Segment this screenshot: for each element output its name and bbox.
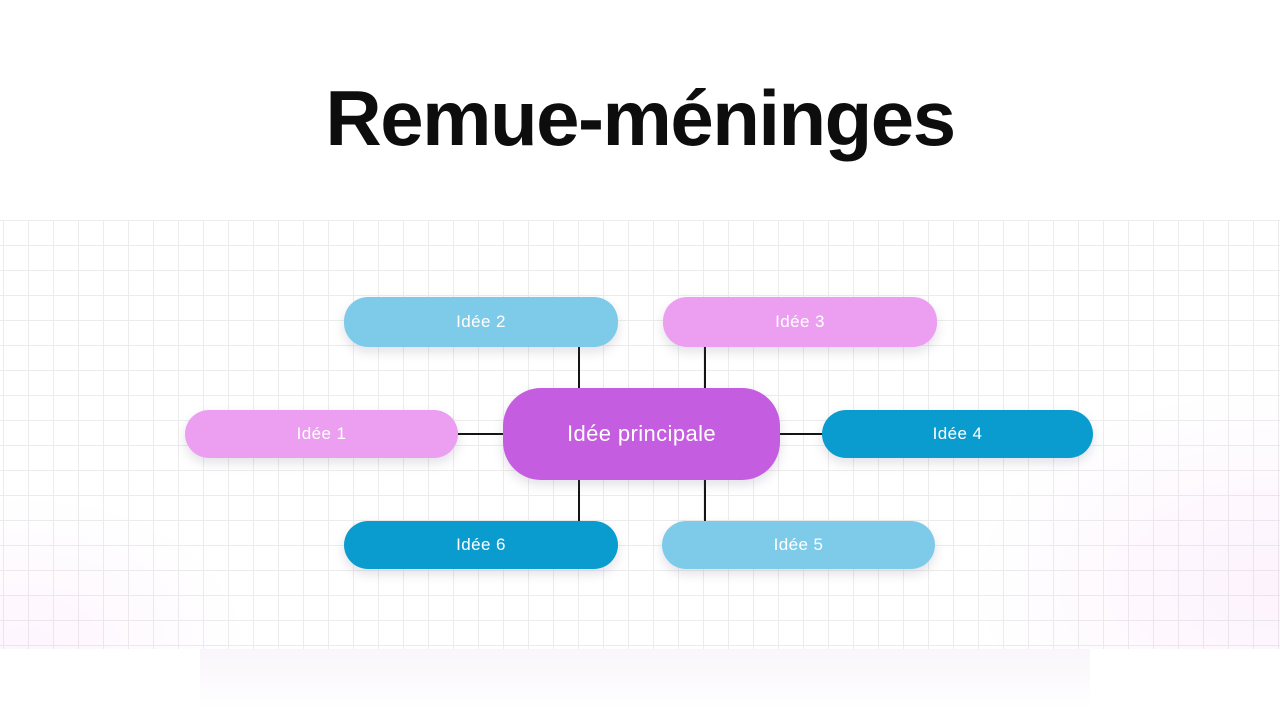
connector-center-idee-2 (578, 347, 580, 389)
connector-center-idee-4 (779, 433, 823, 435)
connector-center-idee-6 (578, 479, 580, 522)
connector-center-idee-5 (704, 479, 706, 522)
page-title: Remue-méninges (325, 74, 956, 162)
node-idee-principale-label: Idée principale (566, 421, 717, 446)
node-idee-5: Idée 5 (662, 521, 935, 569)
node-idee-principale: Idée principale (503, 388, 780, 480)
background-tint (200, 649, 1090, 709)
connector-center-idee-1 (458, 433, 504, 435)
connector-center-idee-3 (704, 347, 706, 389)
node-idee-6: Idée 6 (344, 521, 618, 569)
node-idee-6-label: Idée 6 (456, 535, 506, 554)
node-idee-1: Idée 1 (185, 410, 458, 458)
node-idee-5-label: Idée 5 (773, 535, 824, 554)
node-idee-4-label: Idée 4 (932, 424, 983, 443)
node-idee-3-label: Idée 3 (775, 312, 825, 331)
node-idee-1-label: Idée 1 (296, 424, 347, 443)
node-idee-3: Idée 3 (663, 297, 937, 347)
node-idee-2: Idée 2 (344, 297, 618, 347)
node-idee-4: Idée 4 (822, 410, 1093, 458)
node-idee-2-label: Idée 2 (456, 312, 506, 331)
